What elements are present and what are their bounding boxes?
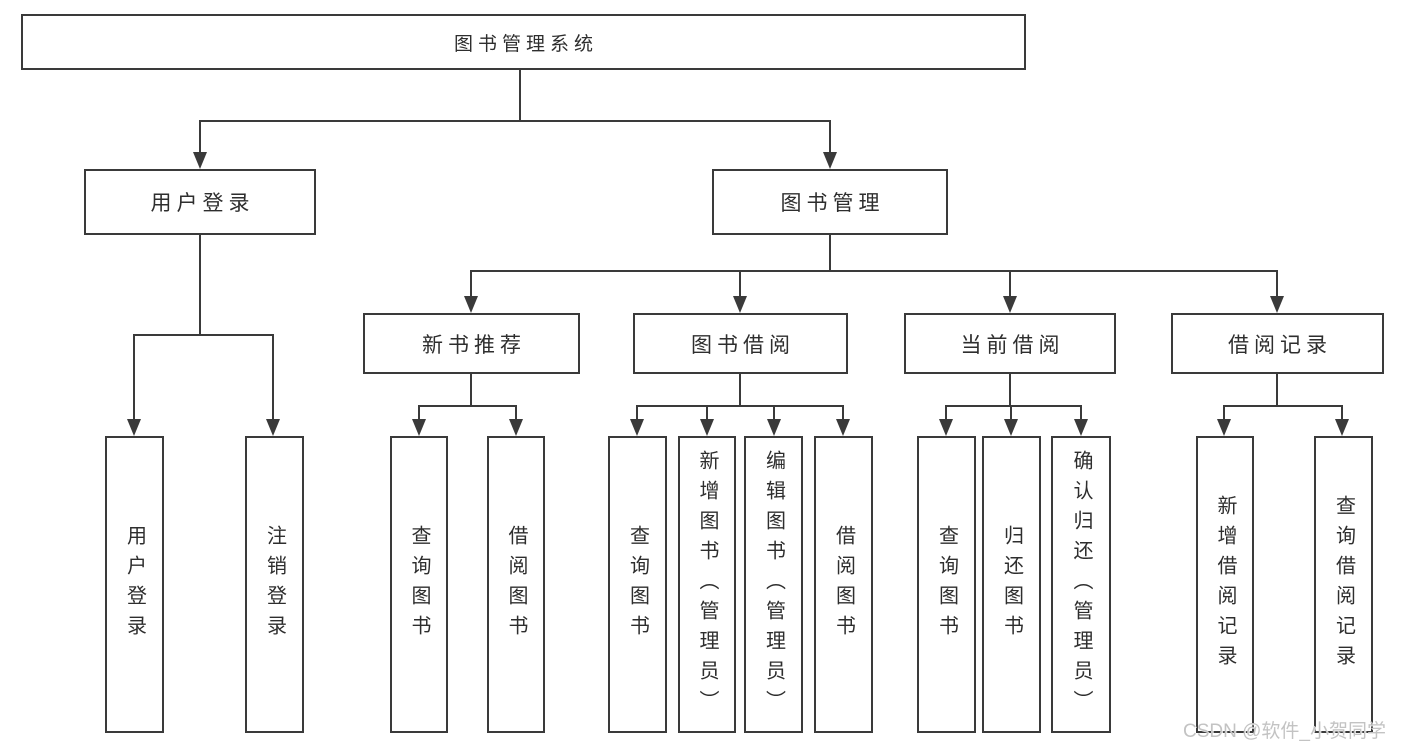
- leaf-label: 归还图书: [1000, 524, 1023, 645]
- connector-arrow: [823, 120, 837, 169]
- leaf-label: 查询借阅记录: [1332, 494, 1355, 675]
- connector-arrow: [509, 405, 523, 436]
- leaf-confirm-return-admin: 确认归还（管理员）: [1051, 436, 1111, 733]
- node-user-login: 用户登录: [84, 169, 316, 235]
- connector-line: [470, 270, 1278, 272]
- connector-arrow: [700, 405, 714, 436]
- connector-arrow: [767, 405, 781, 436]
- leaf-edit-books-admin: 编辑图书（管理员）: [744, 436, 803, 733]
- connector-arrow: [1217, 405, 1231, 436]
- connector-arrow: [733, 270, 747, 313]
- node-new-book-recommend: 新书推荐: [363, 313, 580, 374]
- leaf-label: 注销登录: [263, 524, 286, 645]
- connector-line: [829, 235, 831, 272]
- leaf-label: 编辑图书（管理员）: [762, 449, 785, 720]
- connector-line: [636, 405, 844, 407]
- leaf-current-query-books: 查询图书: [917, 436, 976, 733]
- connector-line: [1276, 374, 1278, 407]
- connector-arrow: [464, 270, 478, 313]
- leaf-label: 查询图书: [935, 524, 958, 645]
- leaf-label: 借阅图书: [505, 524, 527, 645]
- connector-line: [739, 374, 741, 407]
- connector-arrow: [266, 334, 280, 436]
- leaf-recommend-query-books: 查询图书: [390, 436, 448, 733]
- connector-arrow: [939, 405, 953, 436]
- connector-arrow: [1004, 405, 1018, 436]
- leaf-borrowing-borrow-books: 借阅图书: [814, 436, 873, 733]
- leaf-add-books-admin: 新增图书（管理员）: [678, 436, 736, 733]
- connector-line: [133, 334, 274, 336]
- connector-arrow: [1335, 405, 1349, 436]
- leaf-recommend-borrow-books: 借阅图书: [487, 436, 545, 733]
- node-borrowing-records: 借阅记录: [1171, 313, 1384, 374]
- connector-arrow: [836, 405, 850, 436]
- connector-line: [470, 374, 472, 407]
- leaf-label: 查询图书: [408, 524, 430, 645]
- connector-line: [945, 405, 1082, 407]
- connector-line: [199, 235, 201, 336]
- leaf-logout: 注销登录: [245, 436, 304, 733]
- connector-arrow: [1074, 405, 1088, 436]
- connector-arrow: [193, 120, 207, 169]
- leaf-return-books: 归还图书: [982, 436, 1041, 733]
- leaf-label: 确认归还（管理员）: [1070, 449, 1092, 720]
- leaf-borrowing-query-books: 查询图书: [608, 436, 667, 733]
- leaf-label: 用户登录: [123, 524, 146, 645]
- connector-arrow: [1003, 270, 1017, 313]
- leaf-query-borrow-record: 查询借阅记录: [1314, 436, 1373, 733]
- connector-line: [418, 405, 517, 407]
- node-root: 图书管理系统: [21, 14, 1026, 70]
- connector-line: [199, 120, 831, 122]
- connector-arrow: [127, 334, 141, 436]
- leaf-label: 新增图书（管理员）: [696, 449, 718, 720]
- node-book-borrowing: 图书借阅: [633, 313, 848, 374]
- leaf-user-login: 用户登录: [105, 436, 164, 733]
- connector-arrow: [1270, 270, 1284, 313]
- leaf-label: 查询图书: [626, 524, 649, 645]
- connector-line: [1223, 405, 1343, 407]
- connector-arrow: [412, 405, 426, 436]
- leaf-label: 借阅图书: [832, 524, 855, 645]
- watermark: CSDN @软件_小贺同学: [1183, 721, 1386, 742]
- leaf-label: 新增借阅记录: [1214, 494, 1236, 675]
- connector-arrow: [630, 405, 644, 436]
- connector-line: [1009, 374, 1011, 407]
- leaf-add-borrow-record: 新增借阅记录: [1196, 436, 1254, 733]
- node-book-management: 图书管理: [712, 169, 948, 235]
- connector-line: [519, 70, 521, 122]
- node-current-borrowing: 当前借阅: [904, 313, 1116, 374]
